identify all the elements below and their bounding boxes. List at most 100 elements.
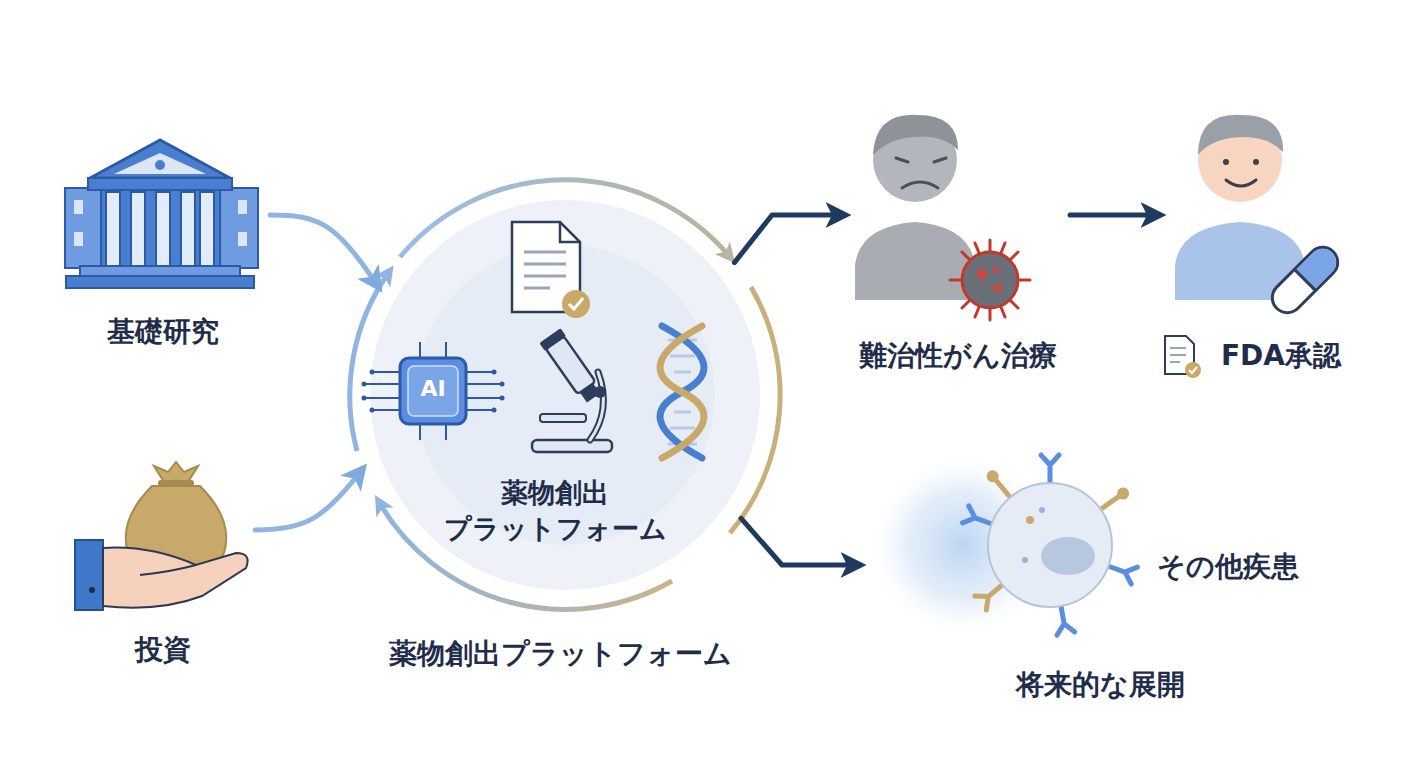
node-label: 投資 <box>70 631 255 669</box>
sad-patient-icon <box>994 284 1002 292</box>
building-icon <box>66 276 254 288</box>
sad-patient-icon <box>962 252 1018 308</box>
investment-icon <box>103 548 248 608</box>
building-icon <box>238 200 247 214</box>
circle-outline <box>370 200 760 590</box>
ai-chip-icon <box>492 408 497 413</box>
healthy-patient-icon <box>1198 115 1283 155</box>
node-label: 難治性がん治療 <box>845 337 1070 375</box>
sad-patient-icon <box>873 115 958 155</box>
node-sublabel: 将来的な展開 <box>1000 666 1200 704</box>
ai-chip-icon <box>362 382 367 387</box>
approval-node: FDA承認 <box>1160 115 1360 380</box>
cell-icon <box>996 480 1010 497</box>
cell-icon <box>984 468 1014 501</box>
dna-icon <box>670 427 695 430</box>
ai-chip-icon <box>464 383 502 385</box>
cell-icon <box>1026 516 1034 524</box>
document-icon <box>562 290 590 318</box>
document-icon <box>524 287 550 290</box>
document-icon <box>524 263 566 266</box>
sad-patient-icon <box>902 182 938 188</box>
flow-arrow <box>734 215 845 263</box>
dna-icon <box>660 326 704 458</box>
building-icon <box>220 188 258 268</box>
approval-document-icon <box>1185 362 1201 378</box>
ai-chip-icon <box>492 370 497 375</box>
node-label: その他疾患 <box>1145 548 1310 586</box>
sad-patient-icon <box>934 158 946 162</box>
cell-icon <box>1098 485 1132 514</box>
investment-icon <box>158 480 194 487</box>
future-node: その他疾患将来的な展開 <box>860 470 1310 710</box>
healthy-patient-icon <box>1226 180 1256 186</box>
microscope-icon <box>594 386 606 398</box>
healthy-patient-icon <box>1253 159 1259 165</box>
cell-icon <box>1041 455 1059 483</box>
investment-icon <box>140 565 196 575</box>
cell-icon <box>1039 507 1045 513</box>
building-icon <box>90 140 230 178</box>
approval-document-icon <box>1170 347 1186 349</box>
microscope-icon <box>540 414 586 422</box>
cycle-ring <box>350 180 780 610</box>
document-icon <box>512 222 590 318</box>
cell-icon <box>963 455 1138 635</box>
investment-icon <box>75 462 248 610</box>
healthy-patient-icon <box>1223 159 1229 165</box>
dna-icon <box>660 326 704 458</box>
healthy-patient-icon <box>1175 115 1344 319</box>
research-node: 基礎研究 <box>55 135 270 350</box>
building-icon <box>131 192 145 266</box>
sad-patient-icon <box>855 115 1030 320</box>
cell-icon <box>1101 496 1119 509</box>
building-icon <box>80 266 240 276</box>
microscope-icon <box>532 328 612 452</box>
sad-patient-icon <box>993 267 999 273</box>
sad-patient-icon <box>977 269 987 279</box>
document-icon <box>569 298 583 309</box>
node-label: 薬物創出 プラットフォーム <box>435 475 675 548</box>
building-icon <box>200 192 214 266</box>
cell-icon <box>874 455 1137 635</box>
document-icon <box>524 275 566 278</box>
ai-chip-icon <box>362 342 505 440</box>
dna-icon <box>674 371 691 374</box>
sad-patient-icon <box>855 222 975 300</box>
building-icon <box>74 200 83 214</box>
ai-chip-icon <box>370 370 375 375</box>
ai-chip-icon <box>400 358 466 424</box>
healthy-patient-icon <box>1295 243 1341 289</box>
sad-patient-icon <box>896 158 908 162</box>
healthy-patient-icon <box>1294 269 1315 290</box>
building-icon <box>155 160 165 170</box>
cell-icon <box>988 483 1112 607</box>
healthy-patient-icon <box>1266 241 1344 319</box>
flow-arrow <box>255 469 363 530</box>
dna-icon <box>674 411 691 414</box>
flow-arrow <box>1070 213 1160 218</box>
sad-patient-icon <box>962 252 1018 308</box>
investment-icon <box>89 587 95 593</box>
ai-chip-icon <box>370 408 375 413</box>
approval-document-icon <box>1189 367 1197 373</box>
building-icon <box>114 153 206 174</box>
building-icon <box>74 232 83 246</box>
investment-icon <box>154 462 198 482</box>
ai-chip-icon <box>364 342 502 440</box>
dna-icon <box>670 355 695 358</box>
investment-icon <box>75 540 103 610</box>
cell-icon <box>1041 537 1095 575</box>
cell-icon <box>984 468 1001 485</box>
ai-chip-icon <box>364 397 402 399</box>
sad-patient-icon <box>962 252 1018 308</box>
ai-chip-icon <box>372 409 402 411</box>
outcome-node: 難治性がん治療 <box>845 115 1070 375</box>
cell-icon <box>1022 557 1028 563</box>
ai-chip-icon <box>464 371 494 373</box>
building-icon <box>181 192 195 266</box>
